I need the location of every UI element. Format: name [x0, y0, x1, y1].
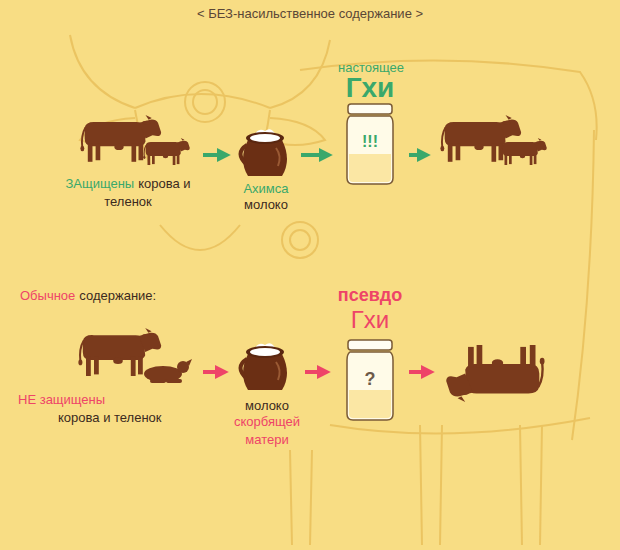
bg-horn — [70, 35, 135, 108]
bg-mandala — [193, 90, 217, 114]
row-heading: Обычное содержание: — [20, 288, 156, 304]
mourning-milk-jug — [241, 343, 288, 390]
node-caption: НЕ защищены — [18, 392, 105, 407]
flow-arrow — [301, 153, 323, 157]
illustration-node: псевдоГхи? — [336, 285, 404, 425]
bg-leg — [420, 425, 442, 545]
connector-group — [203, 155, 425, 372]
real-ghee-jar — [347, 104, 393, 184]
calf-leg — [166, 379, 182, 383]
text-block: псевдо — [336, 285, 404, 307]
text-block: Гхи — [336, 306, 404, 335]
text-block: молоко — [236, 195, 296, 213]
bg-horn — [270, 40, 330, 108]
flow-arrow — [203, 370, 219, 374]
bg-muzzle — [160, 225, 240, 250]
lying-calf — [144, 359, 192, 383]
bg-mandala — [290, 230, 310, 250]
node-caption: ЗАщищены — [65, 176, 134, 191]
illustration-node: настоящееГхи!!! — [338, 58, 404, 186]
calf-protected — [143, 138, 190, 165]
illustration-node — [436, 105, 551, 175]
illustration-node: молокоскорбящей матери — [234, 332, 300, 450]
node-caption: Гхи — [346, 72, 395, 103]
node-caption: ? — [365, 369, 376, 389]
bg-leg — [520, 425, 542, 545]
text-block: НЕ защищены — [18, 390, 138, 408]
text-block: ЗАщищеныкорова и теленок — [58, 174, 198, 210]
calf-result — [500, 138, 547, 165]
flow-arrow — [305, 370, 321, 374]
bg-head-top — [135, 94, 270, 108]
illustration-node: НЕ защищены корова и теленок — [18, 320, 198, 430]
pseudo-ghee-jar — [347, 340, 393, 420]
bg-mandala — [282, 222, 318, 258]
row-label: Обычное — [20, 288, 75, 303]
node-caption: скорбящей матери — [234, 414, 300, 447]
bg-leg — [290, 450, 312, 545]
node-caption: Гхи — [351, 306, 389, 333]
bg-tail — [572, 130, 594, 440]
text-block: Ахимса — [236, 179, 296, 197]
text-block: корова и теленок — [58, 408, 198, 426]
text-block: скорбящей матери — [234, 412, 300, 448]
node-caption: !!! — [362, 133, 378, 150]
background-cow-outline — [70, 35, 597, 545]
illustration-node: Ахимсамолоко — [236, 125, 296, 215]
calf-ear — [186, 359, 192, 366]
diagram-title: < БЕЗ-насильственное содержание > — [0, 6, 620, 21]
text-block: !!! — [338, 132, 402, 151]
node-caption: Ахимса — [243, 181, 288, 196]
node-caption: псевдо — [338, 285, 402, 305]
node-caption: корова и теленок — [58, 410, 162, 425]
text-block: ? — [336, 369, 404, 391]
illustration-node — [440, 340, 550, 410]
text-block: молоко — [234, 396, 300, 414]
flow-arrow — [409, 153, 421, 157]
flow-arrow — [203, 153, 221, 157]
bg-mandala — [185, 82, 225, 122]
calf-body — [144, 366, 182, 382]
row-label: содержание: — [79, 288, 156, 303]
flow-arrow — [409, 370, 425, 374]
dead-cow — [446, 345, 544, 402]
node-caption: молоко — [244, 197, 288, 212]
node-caption: молоко — [245, 398, 289, 413]
ahimsa-milk-jug — [241, 129, 288, 176]
illustration-node: ЗАщищеныкорова и теленок — [58, 100, 198, 212]
calf-leg — [150, 379, 166, 383]
text-block: Гхи — [338, 71, 402, 105]
